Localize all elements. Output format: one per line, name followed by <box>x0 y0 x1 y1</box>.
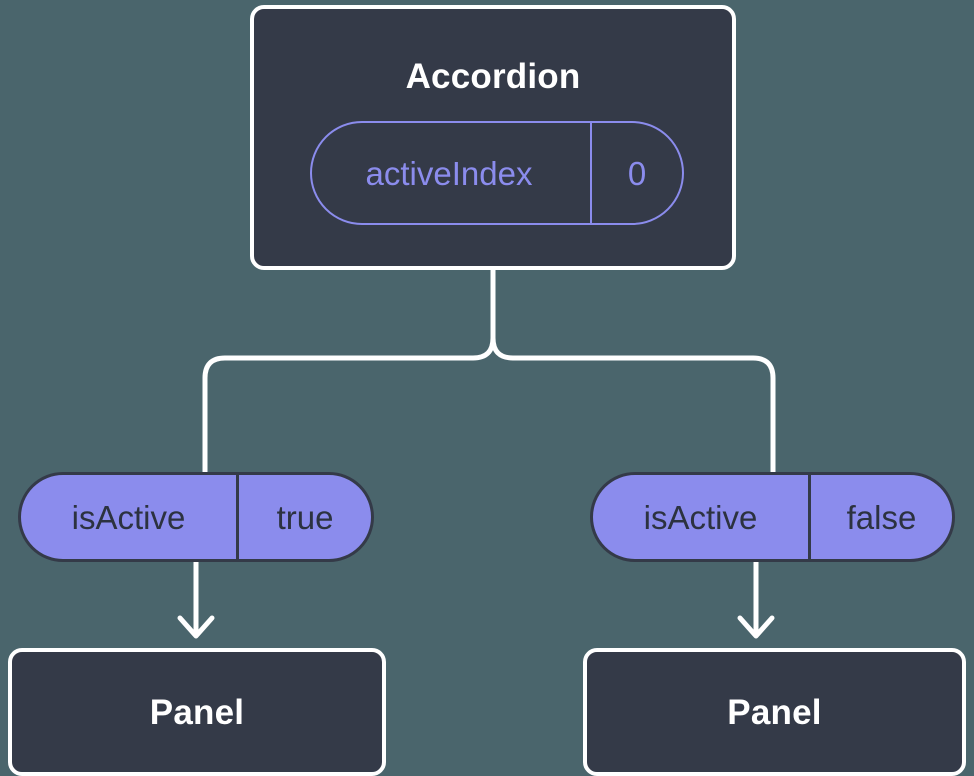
prop-pill-is-active-true[interactable]: isActive true <box>18 472 374 562</box>
state-pill-value: 0 <box>590 123 682 223</box>
node-panel-right[interactable]: Panel <box>583 648 966 776</box>
prop-pill-key: isActive <box>643 498 758 536</box>
prop-pill-value: false <box>808 475 952 559</box>
node-accordion[interactable]: Accordion activeIndex 0 <box>250 5 736 270</box>
state-pill-active-index[interactable]: activeIndex 0 <box>310 121 684 225</box>
node-panel-left-title: Panel <box>149 692 245 732</box>
node-accordion-title: Accordion <box>405 57 581 96</box>
prop-pill-is-active-false[interactable]: isActive false <box>590 472 955 562</box>
node-panel-right-title: Panel <box>727 692 822 732</box>
state-pill-key: activeIndex <box>365 154 533 192</box>
arrow-head-right-icon <box>737 615 775 639</box>
connector-root-to-right-branch <box>490 265 776 475</box>
prop-pill-value: true <box>236 475 371 559</box>
node-panel-left[interactable]: Panel <box>8 648 386 776</box>
prop-pill-key: isActive <box>71 498 186 536</box>
arrow-head-left-icon <box>177 615 215 639</box>
connector-root-to-branches <box>202 265 496 475</box>
